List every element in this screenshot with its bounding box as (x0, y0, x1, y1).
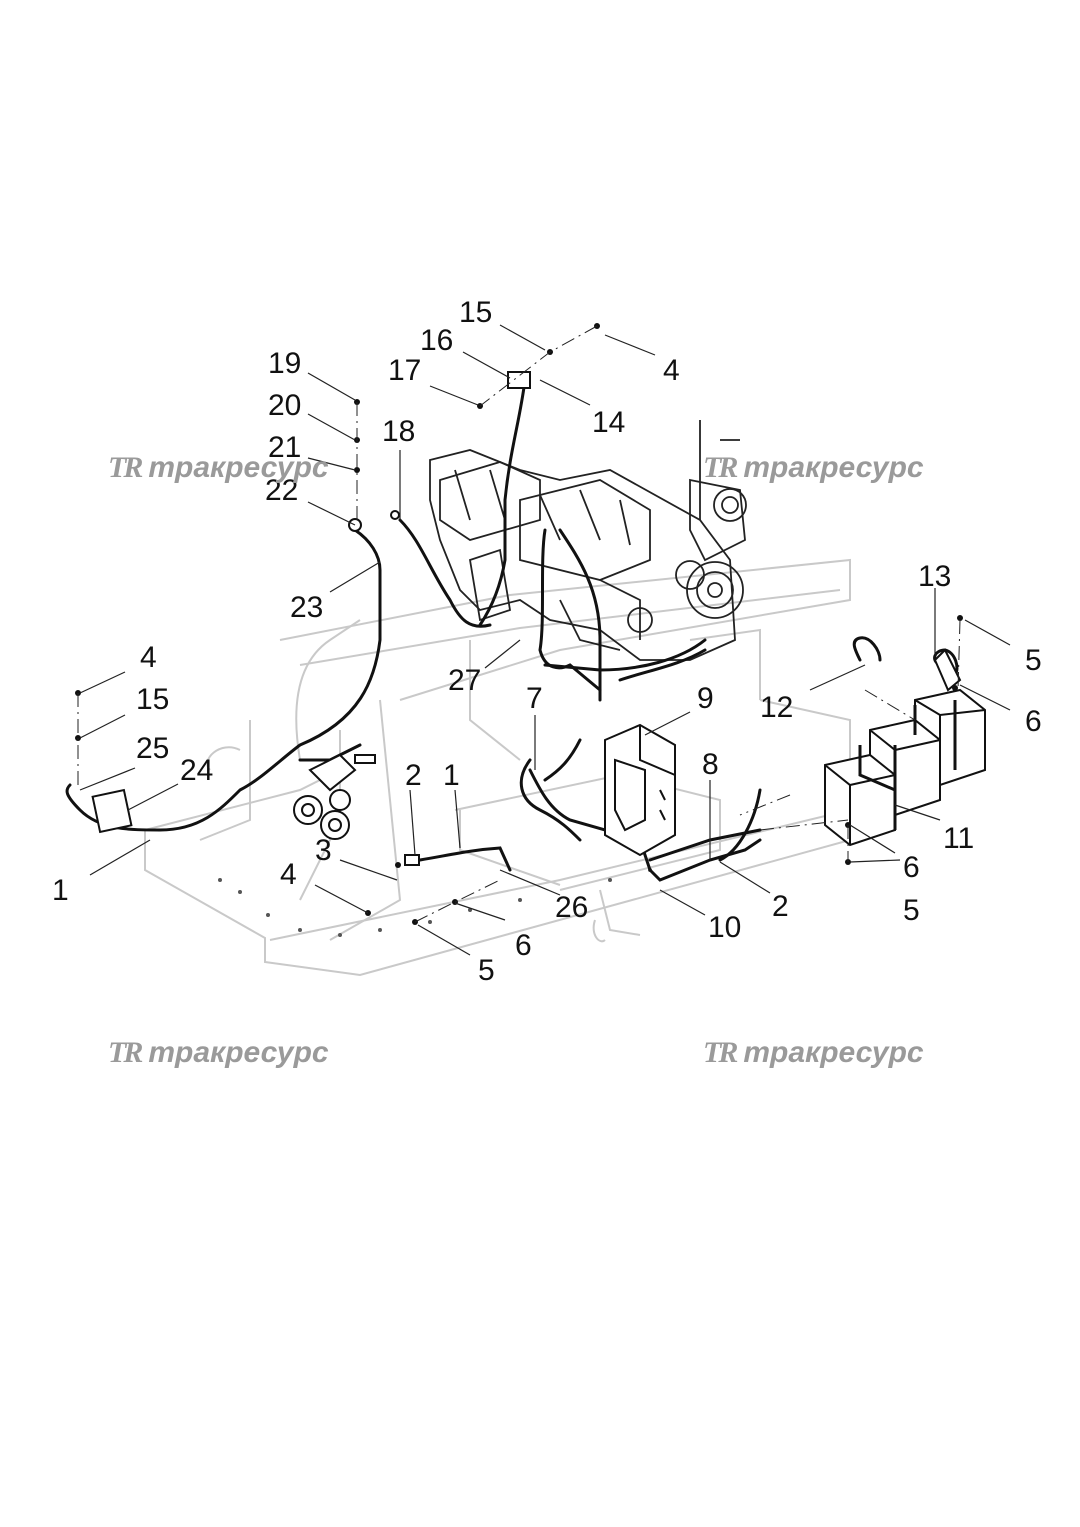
callout-27: 27 (448, 664, 481, 697)
callout-4-lower: 4 (280, 858, 297, 891)
callout-8: 8 (702, 748, 719, 781)
callout-4-top: 4 (663, 354, 680, 387)
assembly-lines (77, 325, 961, 923)
callout-18: 18 (382, 415, 415, 448)
callout-5-right-lower: 5 (903, 894, 920, 927)
small-parts (91, 371, 962, 866)
callout-5-lower: 5 (478, 954, 495, 987)
callout-19: 19 (268, 347, 301, 380)
callout-21: 21 (268, 431, 301, 464)
callout-6-lower: 6 (515, 929, 532, 962)
callout-15-left: 15 (136, 683, 169, 716)
watermark-logo-icon: TR (108, 1036, 143, 1069)
watermark-logo-icon: TR (703, 1036, 738, 1069)
leader-lines (79, 324, 1011, 956)
watermark-top-right: TR тракресурс (703, 451, 924, 485)
callout-16: 16 (420, 324, 453, 357)
callout-24: 24 (180, 754, 213, 787)
callout-25: 25 (136, 732, 169, 765)
callout-5-right-top: 5 (1025, 644, 1042, 677)
control-box (604, 723, 676, 857)
callout-17: 17 (388, 354, 421, 387)
callout-6-right-top: 6 (1025, 705, 1042, 738)
callout-11: 11 (943, 822, 974, 855)
callout-26: 26 (555, 891, 588, 924)
watermark-text: тракресурс (148, 1036, 329, 1069)
callout-1-left: 1 (52, 874, 69, 907)
callout-9: 9 (697, 682, 714, 715)
watermark-top-left: TR тракресурс (108, 451, 329, 485)
callout-22: 22 (265, 474, 298, 507)
watermark-logo-icon: TR (108, 451, 143, 484)
batteries (824, 688, 986, 847)
callout-labels: 15 16 4 17 14 19 20 18 21 22 23 13 5 4 1… (52, 296, 1042, 987)
callout-12: 12 (760, 691, 793, 724)
watermark-logo-icon: TR (703, 451, 738, 484)
callout-23: 23 (290, 591, 323, 624)
callout-15-top: 15 (459, 296, 492, 329)
watermark-text: тракресурс (743, 451, 924, 484)
watermark-text: тракресурс (743, 1036, 924, 1069)
callout-2-left: 2 (405, 759, 422, 792)
callout-10: 10 (708, 911, 741, 944)
watermark-bottom-right: TR тракресурс (703, 1036, 924, 1070)
callout-2-right: 2 (772, 890, 789, 923)
watermark-text: тракресурс (148, 451, 329, 484)
callout-7: 7 (526, 682, 543, 715)
callout-1-center: 1 (443, 759, 460, 792)
callout-3: 3 (315, 834, 332, 867)
callout-6-right-lower: 6 (903, 851, 920, 884)
watermark-bottom-left: TR тракресурс (108, 1036, 329, 1070)
engine-assembly (429, 420, 747, 661)
callout-4-left: 4 (140, 641, 157, 674)
callout-13: 13 (918, 560, 951, 593)
machine-frame (144, 558, 851, 977)
callout-14: 14 (592, 406, 625, 439)
callout-20: 20 (268, 389, 301, 422)
